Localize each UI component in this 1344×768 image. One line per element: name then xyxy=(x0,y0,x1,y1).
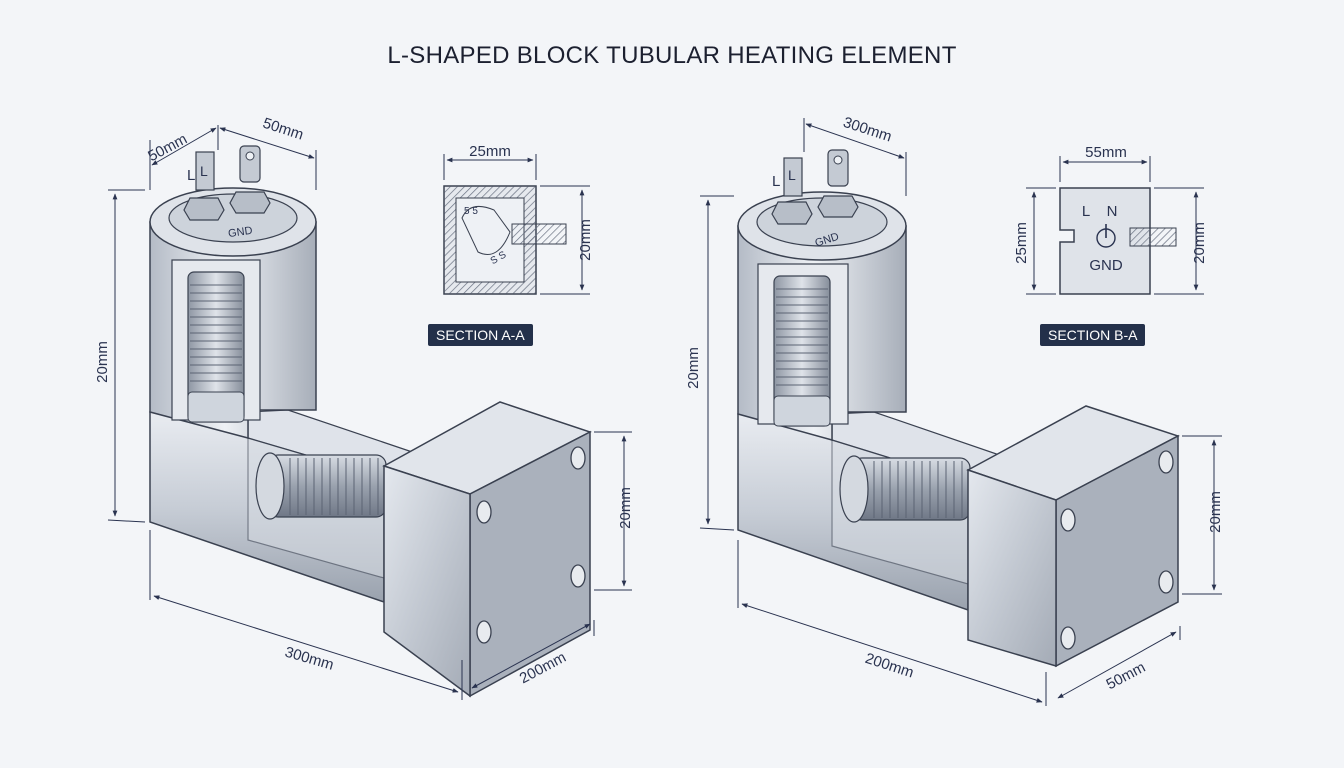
left-dim-plate-height: 20mm xyxy=(617,487,634,529)
left-terminal-label-2: L xyxy=(200,163,208,179)
left-dim-height: 20mm xyxy=(94,341,111,383)
right-dim-plate-height: 20mm xyxy=(1207,491,1224,533)
right-isometric-view: L L GND xyxy=(685,114,1224,706)
svg-text:5 5: 5 5 xyxy=(464,206,478,217)
left-dim-top-b: 50mm xyxy=(261,115,306,144)
left-dim-length: 300mm xyxy=(283,644,336,674)
right-end-plate xyxy=(966,405,1180,668)
right-terminal-l-blade xyxy=(783,157,803,197)
drawing-title: L-SHAPED BLOCK TUBULAR HEATING ELEMENT xyxy=(387,42,957,69)
right-terminal-label-2: L xyxy=(788,167,796,183)
section-b-dim-width: 55mm xyxy=(1085,144,1127,161)
section-a-dim-height: 20mm xyxy=(577,219,594,261)
left-horizontal-coil xyxy=(267,454,387,518)
left-horizontal-arm xyxy=(149,409,432,604)
section-b-text-gnd: GND xyxy=(1089,257,1123,274)
left-vertical-column: L L GND xyxy=(149,145,317,439)
section-a-dim-width: 25mm xyxy=(469,143,511,160)
right-dim-depth: 50mm xyxy=(1103,659,1148,694)
right-dim-height: 20mm xyxy=(685,347,702,389)
right-dimension-lines xyxy=(699,118,1222,706)
left-dim-top-a: 50mm xyxy=(145,131,190,166)
left-cap-label: GND xyxy=(227,225,253,240)
section-b-dim-height-left: 25mm xyxy=(1013,222,1030,264)
section-b-label: SECTION B-A xyxy=(1040,324,1146,346)
right-terminal-label-1: L xyxy=(772,173,780,190)
left-dimension-lines xyxy=(107,125,632,700)
left-terminal-label-1: L xyxy=(187,167,195,184)
section-b-text-l: L xyxy=(1082,203,1090,220)
section-b-dim-height-right: 20mm xyxy=(1191,222,1208,264)
section-a-label: SECTION A-A xyxy=(428,324,533,346)
section-a-a-drawing: 5 5 S S 25mm 20mm xyxy=(443,143,594,295)
section-b-text-n: N xyxy=(1107,203,1118,220)
right-horizontal-coil xyxy=(851,457,971,521)
right-dim-length: 200mm xyxy=(863,650,916,682)
right-vertical-column: L L GND xyxy=(737,149,907,441)
right-dim-top: 300mm xyxy=(841,114,894,146)
left-isometric-view: L L GND xyxy=(94,115,634,700)
section-b-a-drawing: L N GND 55mm 25mm 20mm xyxy=(1013,144,1208,295)
